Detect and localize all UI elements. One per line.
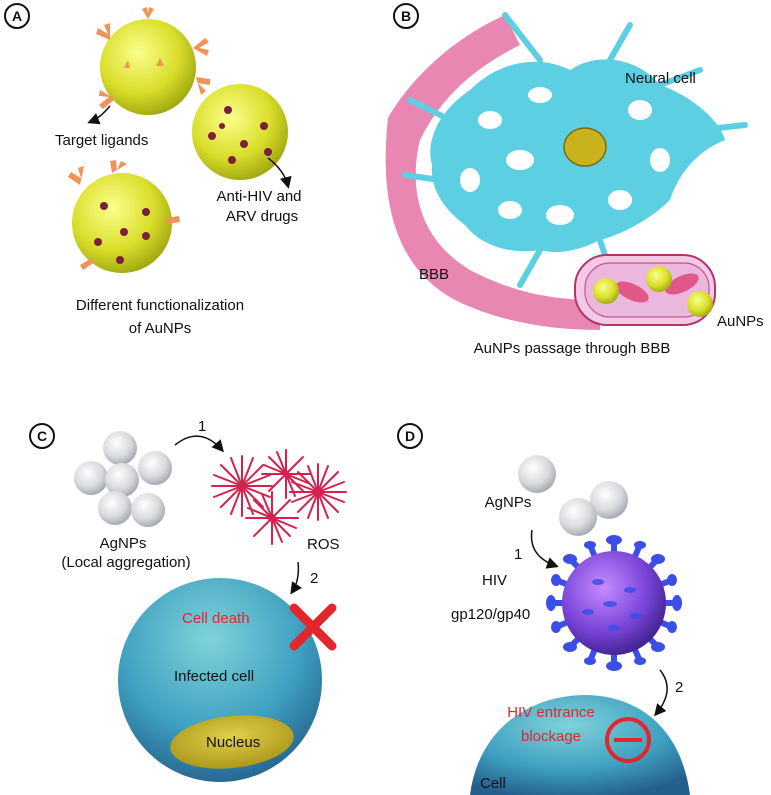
blood-vessel	[574, 254, 716, 326]
panel-b	[385, 12, 748, 330]
label-nucleus: Nucleus	[206, 734, 261, 751]
arrow-step1-d	[530, 529, 559, 569]
label-aunps: AuNPs	[717, 313, 764, 330]
label-gp: gp120/gp40	[451, 606, 531, 623]
arrow-target-ligands	[87, 105, 111, 125]
gold-np-ligands	[96, 7, 210, 115]
caption-a-line2: of AuNPs	[128, 320, 192, 337]
panel-badge-a: A	[4, 3, 30, 29]
label-blockage: blockage	[520, 728, 582, 745]
panel-d	[470, 455, 690, 795]
arrow-step2-d	[654, 669, 668, 717]
caption-a-line1: Different functionalization	[75, 297, 245, 314]
label-ros: ROS	[307, 536, 340, 553]
neural-nucleus	[563, 127, 607, 167]
panel-badge-d: D	[397, 423, 423, 449]
step1-c: 1	[198, 418, 207, 435]
gold-np-drugs	[192, 84, 288, 180]
label-cell: Cell	[480, 775, 506, 792]
arrow-step1-c	[174, 435, 224, 453]
ros-stars	[211, 449, 347, 545]
label-local-aggregation: (Local aggregation)	[61, 554, 191, 571]
label-infected-cell: Infected cell	[174, 668, 255, 685]
step1-d: 1	[514, 546, 523, 563]
gold-np-combined	[68, 160, 180, 273]
silver-np-cluster	[74, 431, 172, 527]
arrow-drugs	[267, 157, 292, 189]
caption-b: AuNPs passage through BBB	[473, 340, 671, 357]
panel-badge-b: B	[393, 3, 419, 29]
panel-c	[74, 431, 347, 782]
label-cell-death: Cell death	[182, 610, 250, 627]
label-target-ligands: Target ligands	[55, 132, 149, 149]
panel-a	[68, 7, 292, 273]
step2-d: 2	[675, 679, 684, 696]
label-agnps-c: AgNPs	[99, 535, 147, 552]
label-drugs-line2: ARV drugs	[225, 208, 299, 225]
label-hiv: HIV	[482, 572, 508, 589]
bbb-band	[385, 15, 600, 330]
panel-badge-c: C	[29, 423, 55, 449]
label-neural-cell: Neural cell	[625, 70, 696, 87]
step2-c: 2	[310, 570, 319, 587]
silver-np-group	[518, 455, 628, 536]
blockage-icon	[605, 717, 651, 763]
cell-death-x	[289, 603, 337, 651]
label-bbb: BBB	[419, 266, 450, 283]
nucleus	[170, 715, 294, 769]
label-drugs-line1: Anti-HIV and	[216, 188, 302, 205]
hiv-virus	[546, 535, 682, 671]
aunp-particles	[593, 266, 713, 317]
arrow-step2-c	[290, 561, 302, 595]
label-agnps-d: AgNPs	[484, 494, 532, 511]
label-hiv-entrance: HIV entrance	[507, 704, 595, 721]
